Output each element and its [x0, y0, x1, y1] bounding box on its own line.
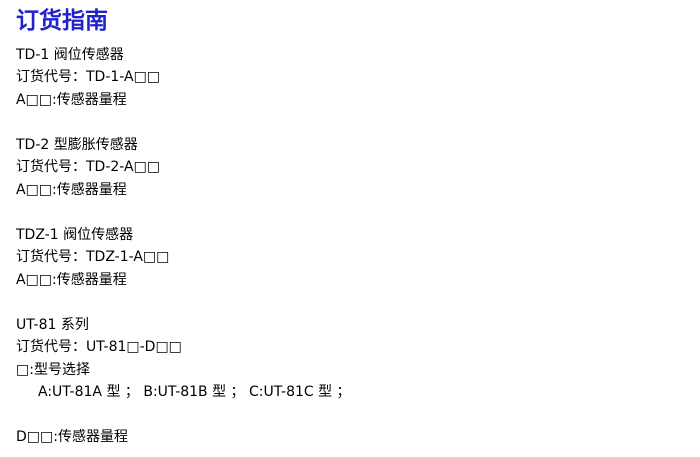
section-ut81-range-note: D□□:传感器量程 [16, 429, 128, 445]
page-title: 订货指南 [16, 8, 108, 34]
section-ut81-options: A:UT-81A 型 ； B:UT-81B 型 ； C:UT-81C 型 ； [38, 384, 351, 400]
section-td2-order-code: 订货代号：TD-2-A□□ [16, 159, 161, 175]
section-ut81-order-code: 订货代号：UT-81□-D□□ [16, 339, 182, 355]
section-ut81-heading: UT-81 系列 [16, 317, 89, 333]
section-tdz1-heading: TDZ-1 阀位传感器 [16, 227, 134, 243]
section-td1-heading: TD-1 阀位传感器 [16, 47, 124, 63]
section-ut81-note: □:型号选择 [16, 362, 90, 378]
section-tdz1-order-code: 订货代号：TDZ-1-A□□ [16, 249, 170, 265]
section-td1-order-code: 订货代号：TD-1-A□□ [16, 69, 161, 85]
section-td1-note: A□□:传感器量程 [16, 92, 127, 108]
section-td2-note: A□□:传感器量程 [16, 182, 127, 198]
section-td2-heading: TD-2 型膨胀传感器 [16, 137, 138, 153]
section-tdz1-note: A□□:传感器量程 [16, 272, 127, 288]
